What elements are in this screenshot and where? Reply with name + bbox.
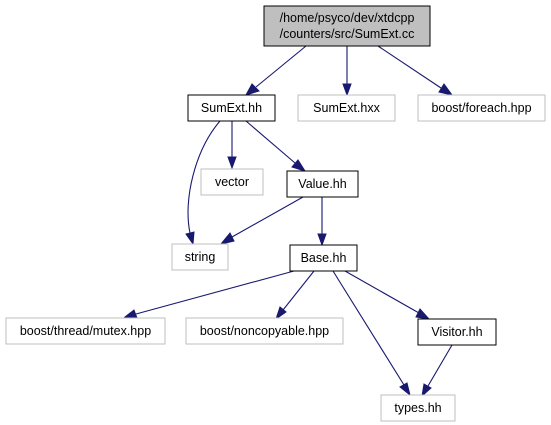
node-vector: vector [200, 168, 264, 196]
node-visitor-hh[interactable]: Visitor.hh [417, 318, 497, 346]
edge-base-hh-to-types-hh [332, 270, 411, 397]
node-boost-mutex-label: boost/thread/mutex.hpp [20, 324, 151, 338]
edge-sumext-hh-to-vector [227, 121, 237, 170]
node-string-label: string [185, 250, 216, 264]
node-root[interactable]: /home/psyco/dev/xtdcpp /counters/src/Sum… [263, 5, 431, 47]
node-value-hh-label: Value.hh [298, 177, 346, 191]
node-sumext-hxx-label: SumExt.hxx [313, 101, 380, 115]
node-vector-label: vector [215, 175, 249, 189]
edge-base-hh-to-boost-mutex [123, 270, 295, 319]
edge-base-hh-to-visitor-hh [344, 270, 431, 320]
node-sumext-hh-label: SumExt.hh [201, 101, 262, 115]
node-sumext-hxx: SumExt.hxx [297, 94, 396, 122]
node-types-hh: types.hh [380, 394, 456, 422]
node-boost-noncopyable-label: boost/noncopyable.hpp [200, 324, 329, 338]
edge-visitor-hh-to-types-hh [421, 344, 453, 398]
node-visitor-hh-label: Visitor.hh [431, 325, 482, 339]
node-string: string [171, 243, 229, 271]
edge-root-to-sumext-hh [244, 45, 307, 96]
edge-value-hh-to-string [219, 196, 304, 245]
node-boost-foreach: boost/foreach.hpp [417, 94, 546, 122]
node-root-label-line1: /home/psyco/dev/xtdcpp [280, 11, 415, 25]
edge-value-hh-to-base-hh [317, 197, 327, 247]
edge-root-to-boost-foreach [377, 45, 454, 96]
node-base-hh-label: Base.hh [301, 251, 347, 265]
node-value-hh[interactable]: Value.hh [286, 170, 359, 198]
node-boost-noncopyable: boost/noncopyable.hpp [185, 317, 344, 345]
node-base-hh[interactable]: Base.hh [289, 244, 358, 272]
node-boost-mutex: boost/thread/mutex.hpp [5, 317, 166, 345]
edge-sumext-hh-to-string [185, 120, 221, 246]
edges [123, 45, 454, 398]
edge-base-hh-to-boost-noncopyable [275, 270, 315, 321]
node-boost-foreach-label: boost/foreach.hpp [431, 101, 531, 115]
edge-sumext-hh-to-value-hh [245, 120, 307, 172]
node-root-label-line2: /counters/src/SumExt.cc [280, 27, 415, 41]
node-sumext-hh[interactable]: SumExt.hh [187, 94, 276, 122]
edge-root-to-sumext-hxx [342, 46, 352, 97]
node-types-hh-label: types.hh [394, 401, 441, 415]
nodes: /home/psyco/dev/xtdcpp /counters/src/Sum… [5, 5, 546, 422]
